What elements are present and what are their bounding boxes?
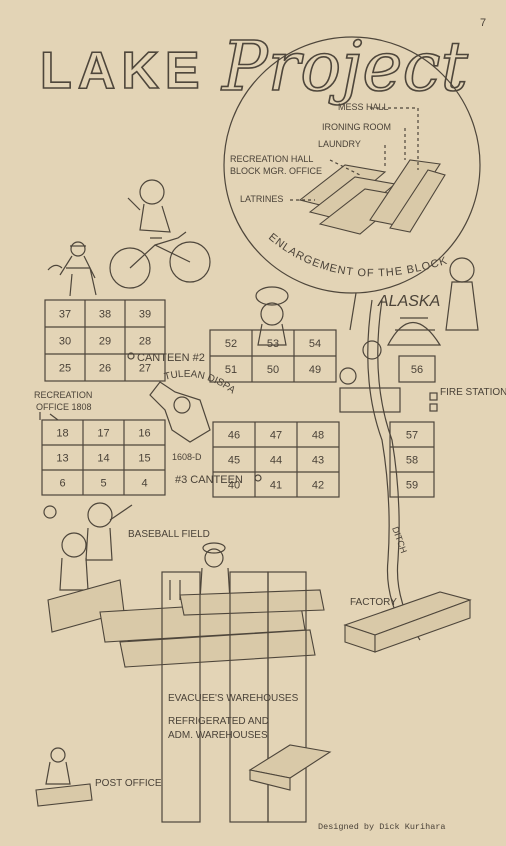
block-number: 17 [97, 428, 109, 440]
label-ditch: DITCH [390, 525, 409, 554]
label-mess-hall: MESS HALL [338, 102, 389, 112]
block-group-d [212, 421, 340, 498]
block-number: 4 [141, 478, 147, 490]
block-group-b [209, 329, 337, 383]
label-baseball: BASEBALL FIELD [128, 529, 210, 540]
enlargement-caption: ENLARGEMENT OF THE BLOCK [266, 231, 449, 279]
block-number: 6 [59, 478, 65, 490]
block-number: 54 [309, 338, 321, 350]
page-number: 7 [480, 17, 486, 29]
block-number: 50 [267, 364, 279, 376]
chef-figure [255, 286, 289, 346]
alaska-igloo [386, 257, 479, 346]
label-alaska: ALASKA [377, 293, 440, 310]
canteen-2-marker [127, 352, 135, 360]
label-adm-warehouses: ADM. WAREHOUSES [168, 730, 268, 741]
block-number: 52 [225, 338, 237, 350]
block-number: 28 [139, 336, 151, 348]
warehouse-strips [161, 571, 307, 823]
block-number: 40 [228, 480, 240, 492]
label-factory: FACTORY [350, 597, 397, 608]
block-number: 45 [228, 455, 240, 467]
block-number: 18 [56, 428, 68, 440]
block-number: 46 [228, 430, 240, 442]
block-number: 47 [270, 430, 282, 442]
label-fire-station: FIRE STATION #3 [440, 387, 506, 398]
farmer-figure [47, 241, 97, 297]
title: LAKE Project [39, 27, 469, 108]
block-number: 48 [312, 430, 324, 442]
block-number: 38 [99, 309, 111, 321]
block-number: 16 [138, 428, 150, 440]
block-number: 15 [138, 453, 150, 465]
block-number: 39 [139, 309, 151, 321]
barracks-drawing [298, 159, 446, 235]
block-number: 37 [59, 309, 71, 321]
label-block-mgr-office: BLOCK MGR. OFFICE [230, 166, 322, 176]
block-number: 27 [139, 363, 151, 375]
block-number: 44 [270, 455, 282, 467]
post-office-figure [35, 747, 93, 807]
block-number: 49 [309, 364, 321, 376]
block-number: 29 [99, 336, 111, 348]
block-number: 13 [56, 453, 68, 465]
label-evacuees-warehouses: EVACUEE'S WAREHOUSES [168, 693, 299, 704]
enlargement-circle [223, 36, 481, 294]
block-number: 41 [270, 480, 282, 492]
block-group-a [44, 299, 166, 382]
bicycle-kid-figure [109, 179, 211, 289]
ditch-line [367, 299, 411, 641]
baseball-players [43, 502, 133, 591]
kids-figure [339, 340, 401, 413]
block-number: 43 [312, 455, 324, 467]
block-number: 59 [406, 480, 418, 492]
designer-credit: Designed by Dick Kurihara [318, 822, 446, 832]
label-refrigerated: REFRIGERATED AND [168, 716, 269, 727]
label-1608d: 1608-D [172, 452, 202, 462]
block-number: 30 [59, 336, 71, 348]
block-number: 57 [406, 430, 418, 442]
fire-station [429, 392, 438, 412]
block-group-c [41, 419, 166, 496]
label-laundry: LAUNDRY [318, 139, 361, 149]
small-warehouse [248, 744, 332, 791]
block-number: 58 [406, 455, 418, 467]
label-ironing-room: IRONING ROOM [322, 122, 391, 132]
warehouses-drawing [47, 579, 325, 668]
label-office-1808: OFFICE 1808 [36, 402, 92, 412]
label-post-office: POST OFFICE [95, 778, 162, 789]
title-word-lake: LAKE [40, 42, 206, 100]
block-group-e [389, 421, 435, 498]
block-number: 25 [59, 363, 71, 375]
label-recreation: RECREATION [34, 390, 92, 400]
soldier-figure [199, 542, 231, 601]
label-canteen-3: #3 CANTEEN [175, 474, 243, 486]
recreation-marker [39, 412, 59, 421]
block-number: 14 [97, 453, 109, 465]
label-latrines: LATRINES [240, 194, 283, 204]
title-word-project: Project [220, 28, 469, 107]
block-56 [398, 355, 436, 383]
block-number: 53 [267, 338, 279, 350]
label-recreation-hall: RECREATION HALL [230, 154, 313, 164]
block-number: 51 [225, 364, 237, 376]
canteen-3-marker [254, 474, 262, 482]
block-number: 5 [100, 478, 106, 490]
factory-building [343, 591, 472, 653]
block-number: 56 [411, 364, 423, 376]
block-number: 26 [99, 363, 111, 375]
label-canteen-2: CANTEEN #2 [137, 352, 205, 364]
block-number: 42 [312, 480, 324, 492]
